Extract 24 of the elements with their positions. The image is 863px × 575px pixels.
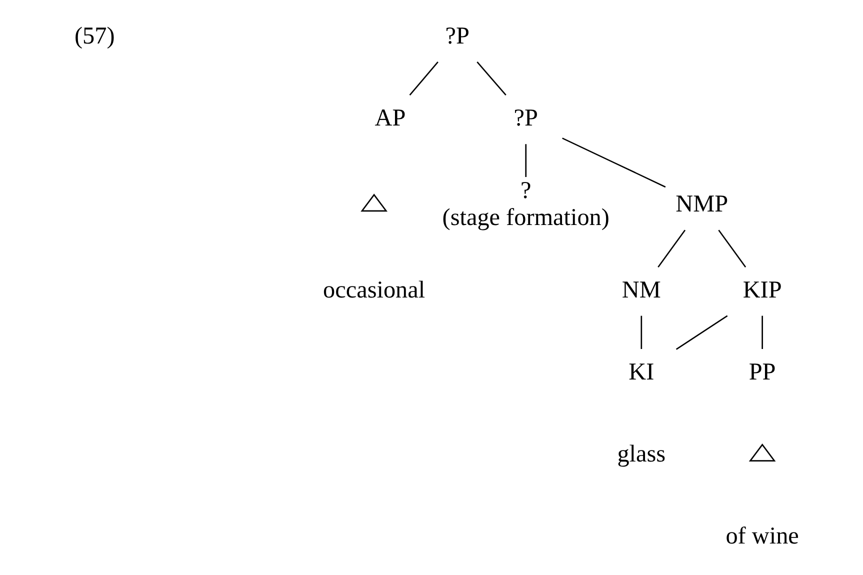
connector <box>640 316 642 349</box>
node-text: NM <box>622 276 661 304</box>
label: glass <box>617 440 666 468</box>
node-text: ? (stage formation) <box>442 177 610 231</box>
connector <box>762 316 763 349</box>
connector <box>658 230 686 268</box>
node-text: ?P <box>445 22 470 50</box>
node-triangle <box>748 444 776 462</box>
node-text: ?P <box>514 104 538 132</box>
label: (57) <box>74 22 115 50</box>
node-triangle <box>360 194 388 212</box>
connector <box>525 144 527 177</box>
connector <box>562 138 666 188</box>
connector <box>676 315 728 350</box>
node-text: KI <box>628 358 654 386</box>
connector <box>409 61 438 96</box>
node-text: occasional <box>323 276 426 304</box>
connector <box>718 230 746 268</box>
node-text: NMP <box>676 190 728 218</box>
node-text: of wine <box>726 522 799 550</box>
node-text: PP <box>748 358 776 386</box>
node-text: KIP <box>742 276 782 304</box>
connector <box>476 61 506 96</box>
node-text: AP <box>374 104 406 132</box>
